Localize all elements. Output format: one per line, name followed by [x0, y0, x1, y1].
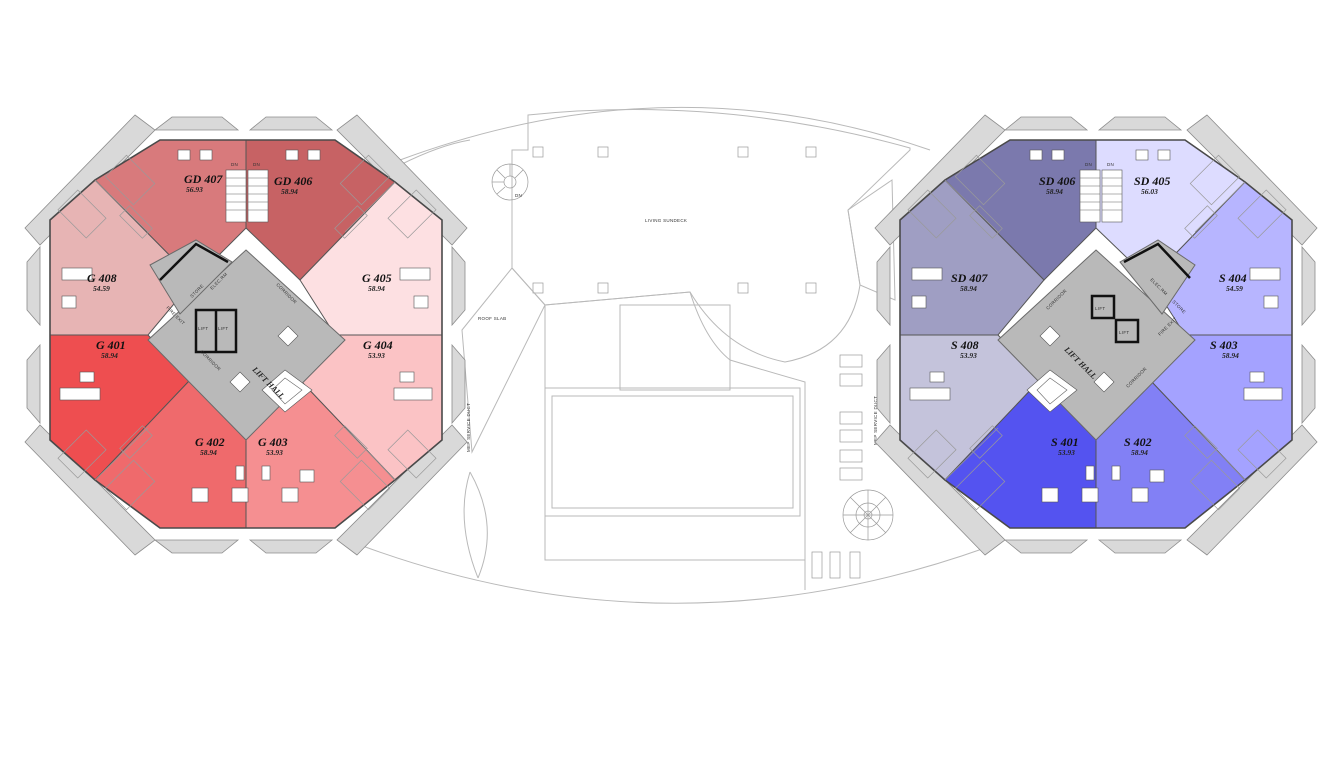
svg-text:58.94: 58.94 [200, 448, 217, 457]
right-unit-labels: SD 406 58.94 SD 405 56.03 SD 407 58.94 S… [951, 174, 1247, 457]
unit-label-sd-405: SD 405 [1134, 174, 1170, 188]
right-core: LIFT LIFT LIFT HALL CORRIDOR CORRIDOR ST… [997, 239, 1196, 441]
svg-text:53.93: 53.93 [1058, 448, 1075, 457]
left-tower: DN DN LIFT LIFT LIF [24, 114, 468, 556]
service-duct-label-right: MEP SERVICE DUCT [873, 396, 878, 445]
svg-text:DN: DN [1107, 162, 1114, 167]
svg-text:LIFT: LIFT [218, 326, 228, 331]
pool-deck [544, 291, 806, 561]
svg-text:LIFT: LIFT [1119, 330, 1129, 335]
svg-text:54.59: 54.59 [1226, 284, 1243, 293]
svg-text:LIFT: LIFT [198, 326, 208, 331]
unit-label-g-401: G 401 [96, 338, 126, 352]
svg-text:DN: DN [231, 162, 238, 167]
svg-text:58.94: 58.94 [281, 187, 298, 196]
unit-label-g-403: G 403 [258, 435, 288, 449]
svg-text:53.93: 53.93 [266, 448, 283, 457]
unit-label-gd-407: GD 407 [184, 172, 223, 186]
svg-text:DN: DN [1085, 162, 1092, 167]
svg-text:58.94: 58.94 [1131, 448, 1148, 457]
unit-label-gd-406: GD 406 [274, 174, 312, 188]
right-furniture [909, 149, 1283, 503]
living-sundeck [511, 109, 911, 363]
roof-slab [461, 267, 546, 454]
living-sundeck-label: LIVING SUNDECK [645, 218, 687, 223]
right-tower: DN DN LIFT LIFT LIFT HALL [874, 114, 1318, 556]
central-site: LIVING SUNDECK DN ROOF SLAB [359, 106, 986, 604]
svg-text:53.93: 53.93 [368, 351, 385, 360]
left-furniture [59, 149, 433, 503]
svg-text:58.94: 58.94 [1222, 351, 1239, 360]
lounge-chairs [811, 354, 863, 579]
left-core: LIFT LIFT LIFT HALL CORRIDOR CORRIDOR ST… [147, 239, 346, 441]
right-stairs: DN DN [1079, 162, 1123, 223]
svg-text:DN: DN [515, 193, 522, 198]
unit-label-g-402: G 402 [195, 435, 225, 449]
svg-text:58.94: 58.94 [101, 351, 118, 360]
svg-text:58.94: 58.94 [1046, 187, 1063, 196]
site-outline-bottom [359, 544, 986, 604]
roof-slab-label: ROOF SLAB [478, 316, 506, 321]
svg-text:54.59: 54.59 [93, 284, 110, 293]
unit-label-sd-407: SD 407 [951, 271, 988, 285]
unit-label-sd-406: SD 406 [1039, 174, 1075, 188]
spiral-stair-top: DN [491, 163, 529, 201]
svg-text:53.93: 53.93 [960, 351, 977, 360]
unit-label-g-405: G 405 [362, 271, 392, 285]
service-duct-label-left: MEP SERVICE DUCT [466, 403, 471, 452]
spiral-stair-bottom [842, 489, 894, 541]
svg-text:56.93: 56.93 [186, 185, 203, 194]
unit-label-s-402: S 402 [1124, 435, 1152, 449]
balconies-right [874, 114, 1318, 556]
unit-label-s-408: S 408 [951, 338, 979, 352]
balconies-left [24, 114, 468, 556]
swimming-pool [544, 387, 801, 517]
svg-text:58.94: 58.94 [368, 284, 385, 293]
site-outline-top [399, 106, 931, 161]
svg-text:LIFT: LIFT [1095, 306, 1105, 311]
unit-label-g-408: G 408 [87, 271, 117, 285]
unit-label-s-401: S 401 [1051, 435, 1079, 449]
left-unit-labels: GD 407 56.93 GD 406 58.94 G 408 54.59 G … [87, 172, 393, 457]
left-stairs: DN DN [225, 162, 269, 223]
svg-text:58.94: 58.94 [960, 284, 977, 293]
svg-text:DN: DN [253, 162, 260, 167]
svg-text:56.03: 56.03 [1141, 187, 1158, 196]
unit-label-s-404: S 404 [1219, 271, 1247, 285]
unit-label-s-403: S 403 [1210, 338, 1238, 352]
unit-label-g-404: G 404 [363, 338, 393, 352]
